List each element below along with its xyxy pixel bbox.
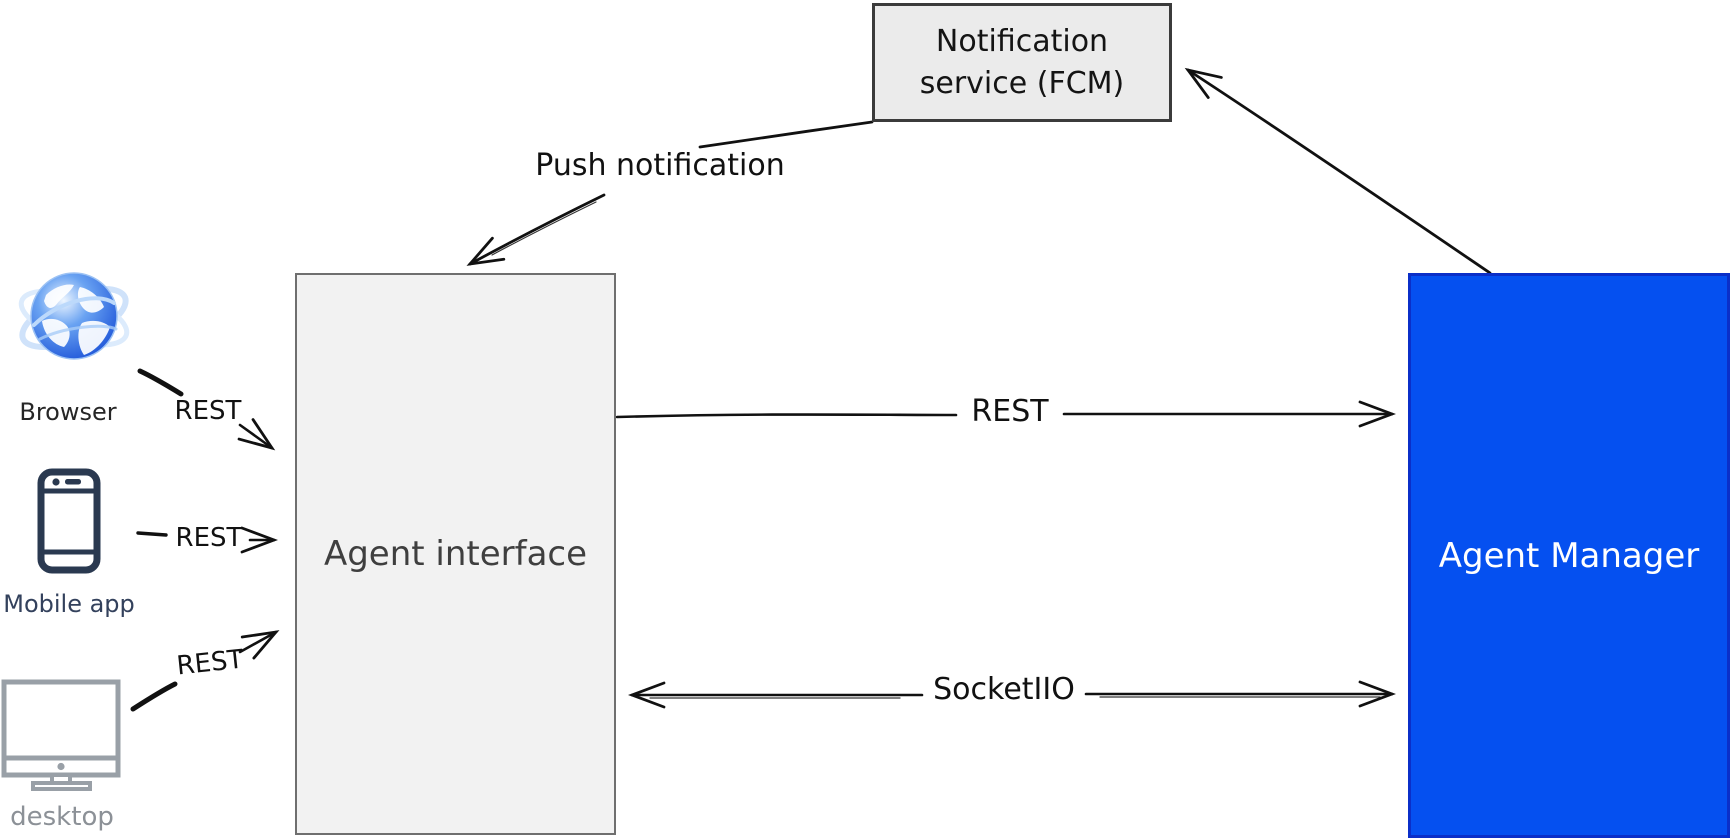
edge-push-line-lower <box>466 193 606 266</box>
edge-label-desktop-rest: REST <box>175 644 245 682</box>
monitor-icon <box>1 679 121 791</box>
browser-label: Browser <box>19 398 117 426</box>
edge-label-mobile-rest: REST <box>175 523 243 553</box>
smartphone-icon <box>37 468 101 574</box>
mobile-app-label: Mobile app <box>3 590 135 618</box>
edge-label-push-notification: Push notification <box>535 148 785 183</box>
edge-label-socket: SocketIIO <box>933 672 1075 707</box>
edge-rest-line-left <box>615 413 958 419</box>
edge-label-browser-rest: REST <box>174 396 242 426</box>
edge-browser-rest-stroke <box>137 368 184 397</box>
node-notification-service: Notification service (FCM) <box>872 3 1172 122</box>
edge-manager-notification <box>1184 67 1492 275</box>
agent-manager-label: Agent Manager <box>1438 535 1700 576</box>
edge-browser-rest-arrow <box>237 418 276 451</box>
node-agent-interface: Agent interface <box>295 273 616 835</box>
agent-interface-label: Agent interface <box>323 534 588 574</box>
edge-desktop-rest-arrow <box>238 630 280 660</box>
edge-push-line-upper <box>698 120 874 149</box>
edge-label-rest-main: REST <box>971 394 1049 429</box>
edge-mobile-rest-stroke <box>136 531 168 537</box>
node-agent-manager: Agent Manager <box>1408 273 1730 838</box>
edge-push-line-lower-sketch <box>491 201 597 256</box>
notification-service-label: Notification service (FCM) <box>919 23 1125 101</box>
globe-icon <box>18 272 130 360</box>
desktop-label: desktop <box>10 802 114 832</box>
edge-desktop-rest-stroke <box>130 681 178 712</box>
